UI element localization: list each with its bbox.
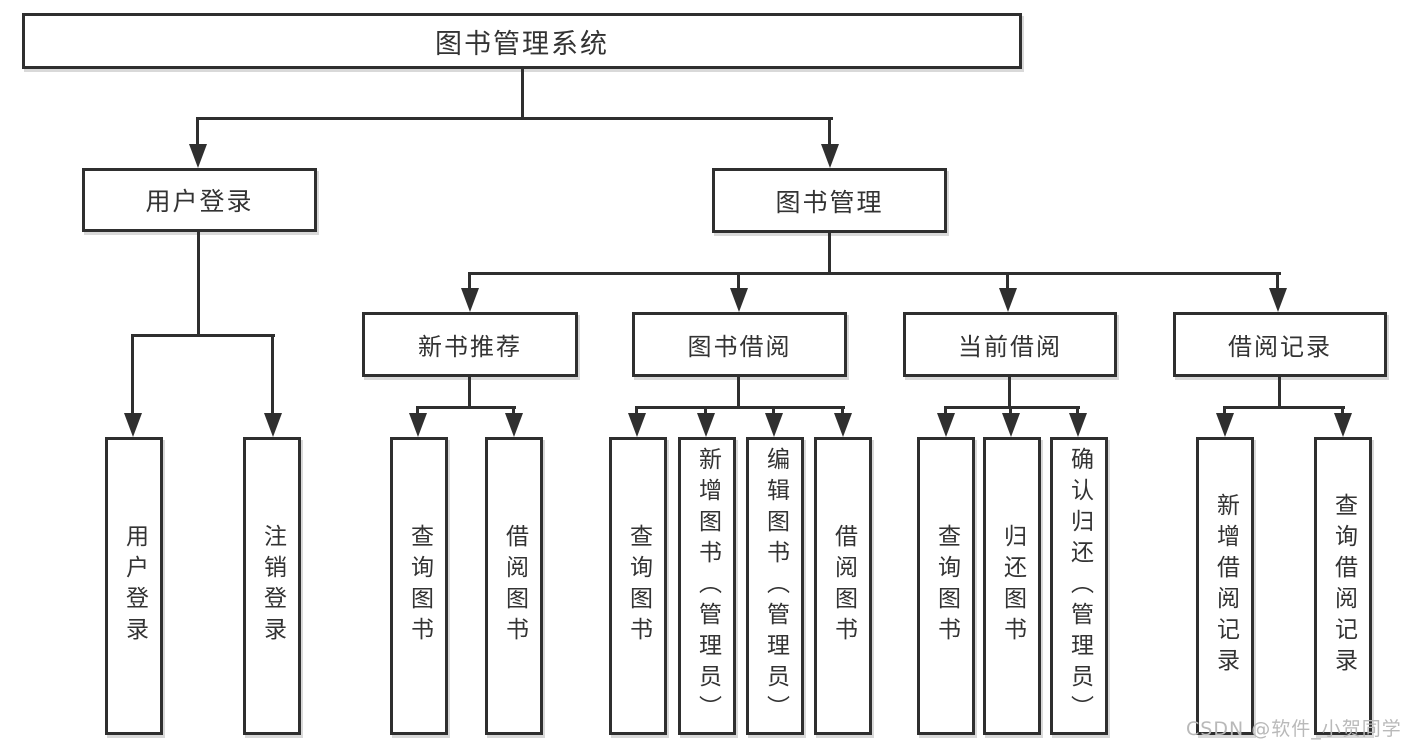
node-leaf-borrow-books-nb: 借阅图书 xyxy=(485,437,543,735)
connector-arrow-line xyxy=(1276,272,1279,288)
arrowhead-down xyxy=(628,413,646,437)
connector-current-borrow-stem xyxy=(1008,377,1011,407)
node-leaf-query-borrow-record: 查询借阅记录 xyxy=(1314,437,1372,735)
connector-borrow-records-bar xyxy=(1223,406,1345,409)
arrowhead-down xyxy=(765,413,783,437)
node-label: 注销登录 xyxy=(259,524,286,648)
arrowhead-down xyxy=(834,413,852,437)
node-user-login: 用户登录 xyxy=(82,168,317,232)
connector-arrow-line xyxy=(1223,406,1226,415)
connector-arrow-line xyxy=(737,272,740,288)
node-label: 新增图书（管理员） xyxy=(694,446,721,726)
connector-current-borrow-bar xyxy=(944,406,1080,409)
node-leaf-add-borrow-record: 新增借阅记录 xyxy=(1196,437,1254,735)
connector-user-login-stem xyxy=(197,232,200,335)
node-label: 归还图书 xyxy=(999,524,1026,648)
connector-arrow-line xyxy=(828,117,831,144)
node-label: 图书管理 xyxy=(775,187,884,217)
node-leaf-logout: 注销登录 xyxy=(243,437,301,735)
connector-arrow-line xyxy=(196,117,199,144)
arrowhead-down xyxy=(999,288,1017,312)
node-label: 用户登录 xyxy=(145,187,254,216)
connector-new-books-stem xyxy=(468,377,471,407)
node-label: 编辑图书（管理员） xyxy=(762,446,789,726)
connector-arrow-line xyxy=(271,334,274,413)
connector-arrow-line xyxy=(704,406,707,415)
node-label: 查询图书 xyxy=(625,524,652,648)
node-leaf-edit-books-admin: 编辑图书（管理员） xyxy=(746,437,804,735)
node-label: 借阅图书 xyxy=(830,524,857,648)
node-leaf-query-books-bb: 查询图书 xyxy=(609,437,667,735)
arrowhead-down xyxy=(264,413,282,437)
connector-arrow-line xyxy=(841,406,844,415)
arrowhead-down xyxy=(1002,413,1020,437)
node-current-borrowing: 当前借阅 xyxy=(903,312,1117,377)
node-label: 新增借阅记录 xyxy=(1212,493,1239,679)
node-library-management-system: 图书管理系统 xyxy=(22,13,1022,69)
node-leaf-query-books-nb: 查询图书 xyxy=(390,437,448,735)
arrowhead-down xyxy=(1334,413,1352,437)
arrowhead-down xyxy=(1269,288,1287,312)
connector-book-borrow-stem xyxy=(737,377,740,407)
connector-root-stem xyxy=(521,69,524,118)
connector-arrow-line xyxy=(1076,406,1079,415)
node-label: 确认归还（管理员） xyxy=(1066,446,1093,726)
connector-level2-bar xyxy=(197,117,833,120)
node-book-management: 图书管理 xyxy=(712,168,947,233)
arrowhead-down xyxy=(124,413,142,437)
connector-user-login-bar xyxy=(131,334,275,337)
connector-new-books-bar xyxy=(416,406,516,409)
node-label: 用户登录 xyxy=(121,524,148,648)
connector-level3-bar xyxy=(468,272,1281,275)
node-leaf-return-books: 归还图书 xyxy=(983,437,1041,735)
node-label: 当前借阅 xyxy=(958,333,1062,361)
connector-arrow-line xyxy=(635,406,638,415)
node-label: 新书推荐 xyxy=(418,333,522,361)
node-label: 图书借阅 xyxy=(687,333,792,361)
node-book-borrowing: 图书借阅 xyxy=(632,312,847,377)
arrowhead-down xyxy=(189,144,207,168)
node-leaf-confirm-return-admin: 确认归还（管理员） xyxy=(1050,437,1108,735)
node-leaf-borrow-books-bb: 借阅图书 xyxy=(814,437,872,735)
node-label: 借阅记录 xyxy=(1228,333,1332,361)
node-borrowing-records: 借阅记录 xyxy=(1173,312,1387,377)
arrowhead-down xyxy=(730,288,748,312)
arrowhead-down xyxy=(505,413,523,437)
arrowhead-down xyxy=(697,413,715,437)
connector-arrow-line xyxy=(1006,272,1009,288)
csdn-watermark: CSDN @软件_小贺同学 xyxy=(1186,718,1402,740)
node-label: 查询图书 xyxy=(406,524,433,648)
connector-book-borrow-bar xyxy=(635,406,845,409)
connector-arrow-line xyxy=(468,272,471,288)
node-label: 查询图书 xyxy=(933,524,960,648)
arrowhead-down xyxy=(1069,413,1087,437)
connector-arrow-line xyxy=(944,406,947,415)
connector-arrow-line xyxy=(772,406,775,415)
node-label: 借阅图书 xyxy=(501,524,528,648)
node-label: 图书管理系统 xyxy=(435,28,609,60)
connector-book-mgmt-stem xyxy=(828,233,831,273)
connector-arrow-line xyxy=(416,406,419,415)
connector-arrow-line xyxy=(1341,406,1344,415)
node-leaf-add-books-admin: 新增图书（管理员） xyxy=(678,437,736,735)
arrowhead-down xyxy=(1216,413,1234,437)
connector-borrow-records-stem xyxy=(1278,377,1281,407)
arrowhead-down xyxy=(461,288,479,312)
node-leaf-query-books-cb: 查询图书 xyxy=(917,437,975,735)
connector-arrow-line xyxy=(131,334,134,413)
node-label: 查询借阅记录 xyxy=(1330,493,1357,679)
arrowhead-down xyxy=(821,144,839,168)
node-new-book-recommend: 新书推荐 xyxy=(362,312,578,377)
connector-arrow-line xyxy=(512,406,515,415)
arrowhead-down xyxy=(409,413,427,437)
node-leaf-user-login: 用户登录 xyxy=(105,437,163,735)
connector-arrow-line xyxy=(1009,406,1012,415)
arrowhead-down xyxy=(937,413,955,437)
